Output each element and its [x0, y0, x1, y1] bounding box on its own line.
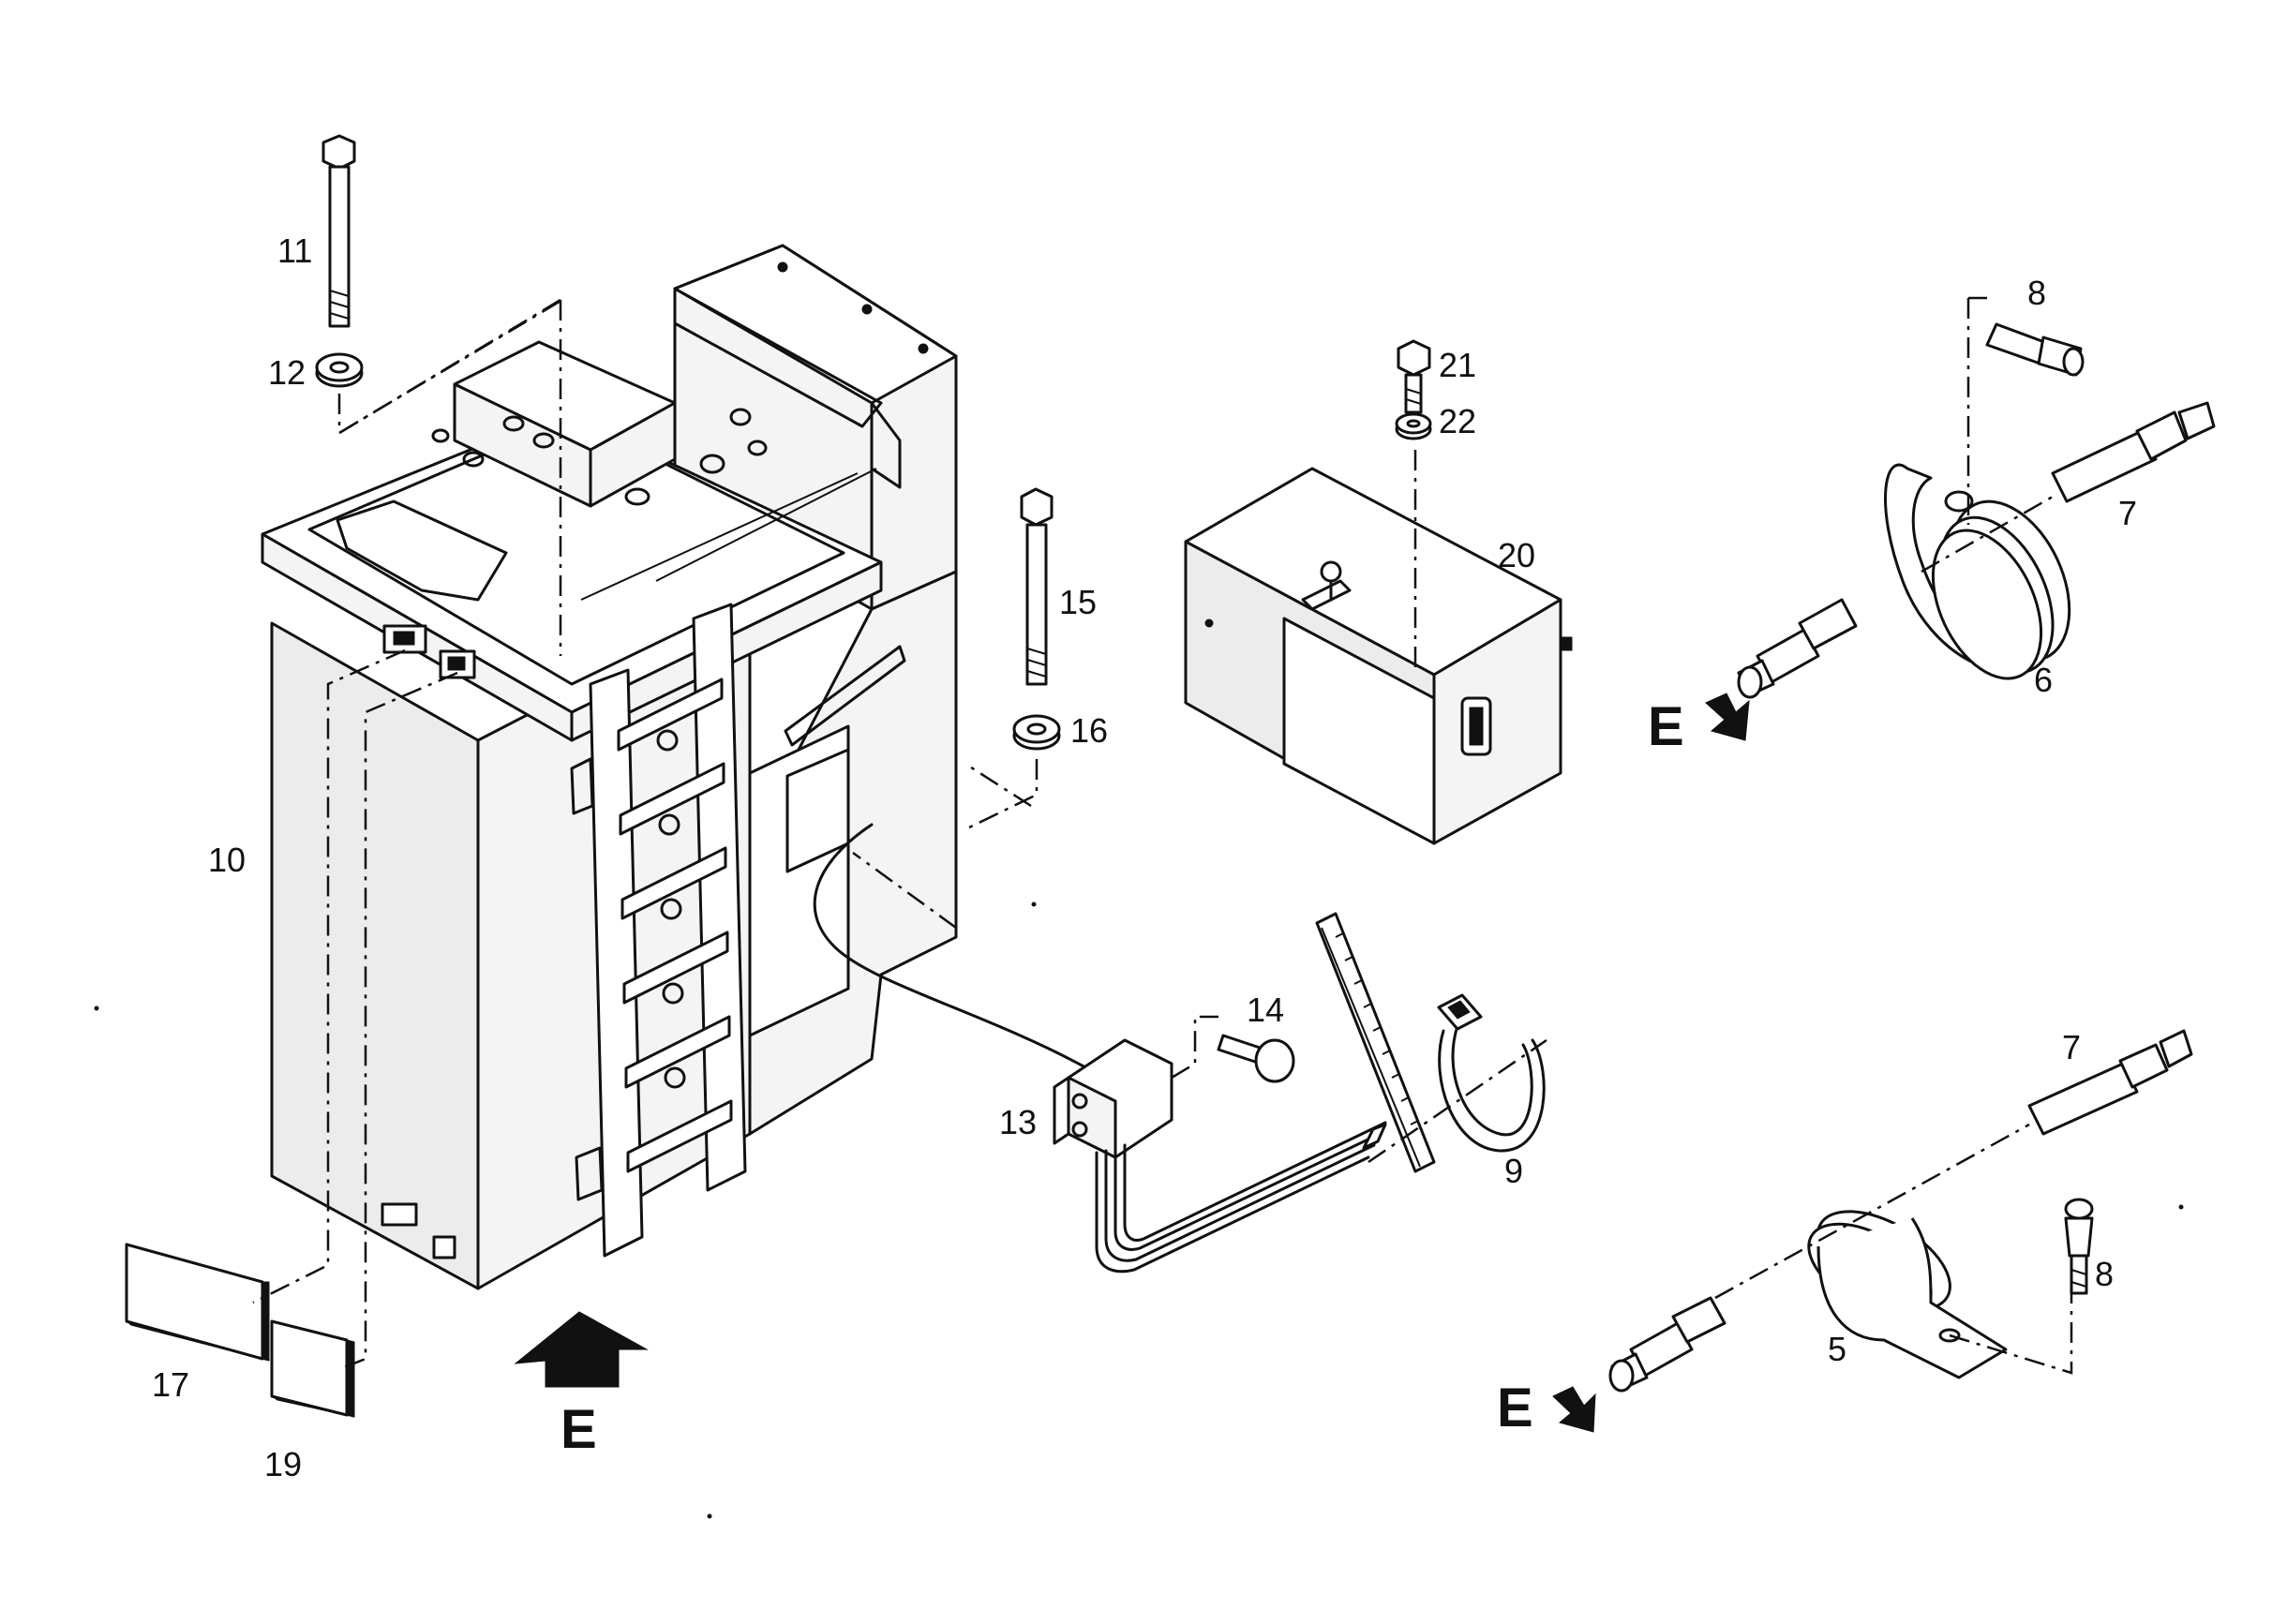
callout-14: 14 [1247, 991, 1284, 1029]
callout-7-lower: 7 [2062, 1028, 2081, 1066]
callout-15: 15 [1059, 583, 1097, 621]
washer-16 [964, 714, 1061, 831]
direction-arrow-upper [1705, 693, 1750, 741]
callout-12: 12 [268, 353, 306, 392]
junction-box-20 [1184, 450, 1573, 845]
washer-22 [1395, 412, 1432, 440]
bolt-11 [321, 134, 356, 328]
plate-19 [270, 1319, 355, 1418]
connector-13 [1053, 1015, 1387, 1274]
callout-5: 5 [1828, 1330, 1846, 1368]
view-marker-lower-right: E [1497, 1378, 1533, 1438]
cabinet-assembly [261, 244, 1089, 1290]
screw-14 [1217, 1034, 1295, 1083]
callout-21: 21 [1439, 346, 1476, 384]
direction-arrow-lower [1552, 1386, 1596, 1433]
view-marker-upper-right: E [1648, 696, 1684, 757]
callout-9: 9 [1504, 1152, 1523, 1190]
clamp-5-lower [1807, 1210, 2073, 1379]
callout-10: 10 [208, 841, 246, 879]
strap-9 [1315, 912, 1547, 1173]
screw-8-upper [1985, 322, 2085, 377]
callout-8-lower: 8 [2095, 1255, 2114, 1293]
bolt-21 [1397, 339, 1431, 414]
view-arrow [514, 1311, 649, 1388]
callout-11: 11 [277, 231, 312, 270]
sensor-7-upper [1737, 401, 2216, 699]
washer-12 [315, 298, 563, 436]
heater-rack [570, 603, 747, 1258]
plate-17 [125, 1243, 270, 1362]
sensor-7-lower [1608, 1029, 2193, 1393]
callout-19: 19 [264, 1445, 302, 1483]
bolt-15 [1020, 487, 1054, 686]
callout-20: 20 [1498, 536, 1535, 574]
callout-7-upper: 7 [2118, 494, 2137, 532]
callout-8-upper: 8 [2027, 274, 2046, 312]
clamp-6-upper [1884, 296, 2071, 680]
view-marker-main: E [561, 1399, 597, 1460]
screw-8-lower [2064, 1198, 2094, 1295]
callout-13: 13 [999, 1103, 1037, 1141]
callout-16: 16 [1070, 711, 1108, 750]
callout-22: 22 [1439, 402, 1476, 440]
callout-17: 17 [152, 1365, 189, 1404]
callout-6: 6 [2034, 661, 2053, 699]
